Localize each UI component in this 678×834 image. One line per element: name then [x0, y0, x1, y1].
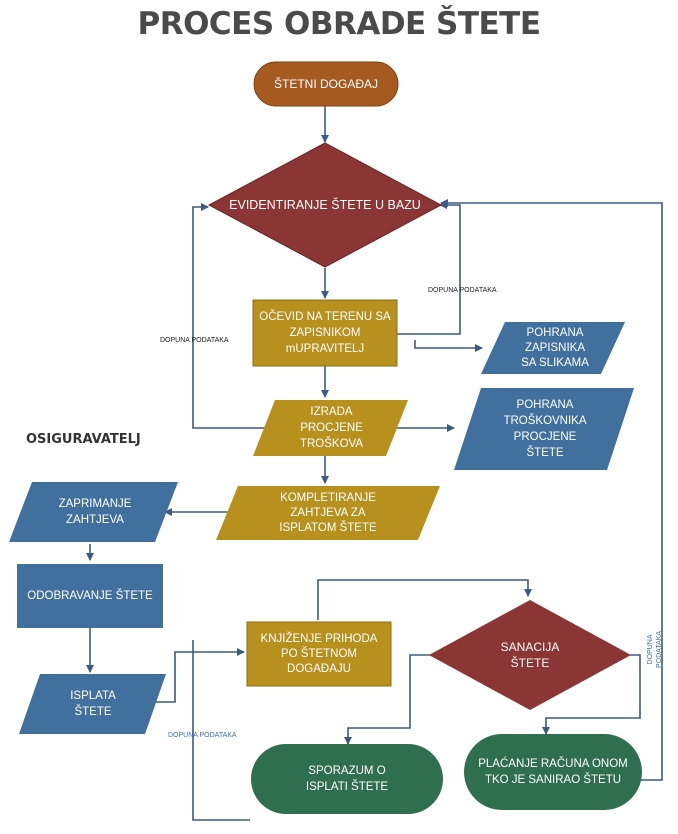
label-sanacija: SANACIJA ŠTETE [500, 640, 560, 670]
annotation-dopuna-3: DOPUNA PODATAKA [168, 732, 237, 739]
node-stetni-dogadaj [253, 61, 399, 107]
page-title: PROCES OBRADE ŠTETE [137, 6, 541, 42]
label-zaprimanje: ZAPRIMANJE ZAHTJEVA [58, 498, 132, 526]
node-knjizenje [246, 621, 392, 687]
node-isplata [19, 674, 166, 734]
node-izrada [253, 400, 408, 456]
node-placanje [464, 734, 642, 810]
node-evidentiranje [207, 142, 443, 268]
annotation-dopuna-4: DOPUNA PODATAKA [647, 630, 663, 668]
node-sanacija [429, 600, 631, 710]
node-pohrana-troskovnika [454, 388, 634, 470]
node-ocevid [252, 299, 398, 367]
label-kompletiranje: KOMPLETIRANJE ZAHTJEVA ZA ISPLATOM ŠTETE [279, 491, 377, 534]
node-sporazum [251, 744, 443, 814]
connectors [86, 106, 663, 821]
annotation-dopuna-1: DOPUNA PODATAKA [428, 287, 497, 294]
edge-sanacija-sporazum [344, 654, 431, 745]
edge-sanacija-placanje [542, 654, 641, 735]
label-odobravanje: ODOBRAVANJE ŠTETE [27, 590, 153, 602]
label-evidentiranje: EVIDENTIRANJE ŠTETE U BAZU [229, 198, 421, 212]
label-sporazum: SPORAZUM O ISPLATI ŠTETE [305, 765, 389, 793]
edge-ocevid-pohrana [414, 340, 483, 352]
edge-ocevid-feedback [397, 201, 461, 335]
edge-bottom-left-loop [192, 640, 250, 821]
edge-isplata-knjizenje [155, 648, 245, 703]
label-stetni-dogadaj: ŠTETNI DOGAĐAJ [273, 77, 378, 91]
label-placanje: PLAĆANJE RAČUNA ONOM TKO JE SANIRAO ŠTET… [478, 758, 628, 786]
label-izrada: IZRADA PROCJENE TROŠKOVA [299, 406, 364, 450]
node-zaprimanje [9, 482, 178, 542]
edge-right-loop [440, 199, 663, 781]
annotation-dopuna-2: DOPUNA PODATAKA [160, 337, 229, 344]
node-pohrana-zapisnika [481, 322, 625, 374]
node-kompletiranje [216, 486, 440, 540]
label-pohrana-zapisnika: POHRANA ZAPISNIKA SA SLIKAMA [521, 326, 589, 369]
section-label-osiguravatelj: OSIGURAVATELJ [26, 432, 141, 447]
node-odobravanje [17, 564, 163, 628]
label-ocevid: OČEVID NA TERENU SA ZAPISNIKOM mUPRAVITE… [259, 311, 391, 355]
edge-izrada-left-loop [192, 203, 272, 429]
edge-knjizenje-sanacija [317, 579, 532, 620]
label-pohrana-troskovnika: POHRANA TROŠKOVNIKA PROCJENE ŠTETE [503, 399, 587, 459]
label-knjizenje: KNJIŽENJE PRIHODA PO ŠTETNOM DOGAĐAJU [260, 632, 378, 675]
label-isplata: ISPLATA ŠTETE [70, 690, 116, 718]
